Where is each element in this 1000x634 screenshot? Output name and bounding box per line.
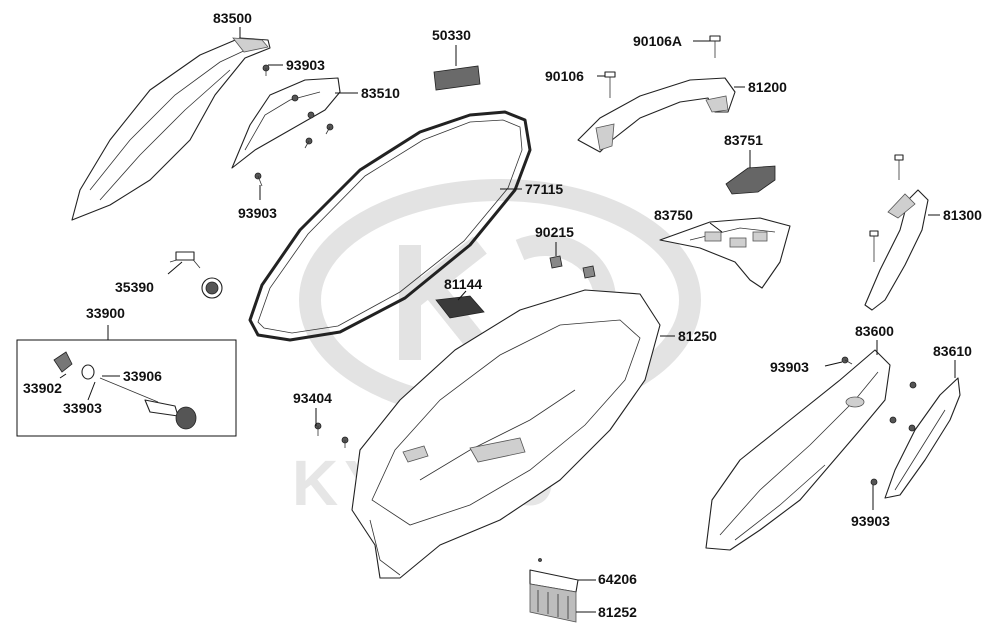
label-33906: 33906 [123,368,162,384]
label-81200: 81200 [748,79,787,95]
label-83610: 83610 [933,343,972,359]
part-rear-carrier-83750 [659,217,791,289]
part-side-cover-83610 [870,377,961,499]
label-33903: 33903 [63,400,102,416]
screws-93903-top [254,64,334,187]
nuts-90215 [549,255,596,279]
part-side-trim-83510 [231,77,341,169]
label-83510: 83510 [361,85,400,101]
label-33902: 33902 [23,380,62,396]
label-83500: 83500 [213,10,252,26]
label-93903-b: 93903 [238,205,277,221]
part-grab-rail-81200 [577,77,736,153]
label-90106A: 90106A [633,33,682,49]
leader-lines [59,27,956,613]
label-90215: 90215 [535,224,574,240]
label-50330: 50330 [432,27,471,43]
label-90106: 90106 [545,68,584,84]
part-labels: 83500 93903 83510 93903 50330 90106A 901… [23,10,982,620]
part-pad-81144 [435,295,485,319]
screws-93404 [314,422,349,448]
part-body-cover-83600 [705,349,891,551]
kit-box-33900 [16,325,237,437]
label-83600: 83600 [855,323,894,339]
label-77115: 77115 [525,181,563,197]
label-93903-a: 93903 [286,57,325,73]
label-83750: 83750 [654,207,693,223]
part-side-rail-81300 [864,154,929,311]
label-83751: 83751 [724,132,763,148]
part-luggage-box-81250 [351,289,661,579]
label-81250: 81250 [678,328,717,344]
label-81300: 81300 [943,207,982,223]
label-81252: 81252 [598,604,637,620]
part-cover-83751 [725,165,776,195]
part-seal-77115 [248,110,532,342]
part-mudflap-81252 [529,558,579,623]
part-rear-cover-83500 [71,37,271,221]
label-35390: 35390 [115,279,154,295]
label-93903-d: 93903 [851,513,890,529]
label-33900: 33900 [86,305,125,321]
part-label-50330 [433,65,481,91]
part-light-35390 [169,251,223,299]
label-93903-c: 93903 [770,359,809,375]
label-64206: 64206 [598,571,637,587]
label-93404: 93404 [293,390,332,406]
label-81144: 81144 [444,276,482,292]
bolts-90106 [604,35,721,98]
